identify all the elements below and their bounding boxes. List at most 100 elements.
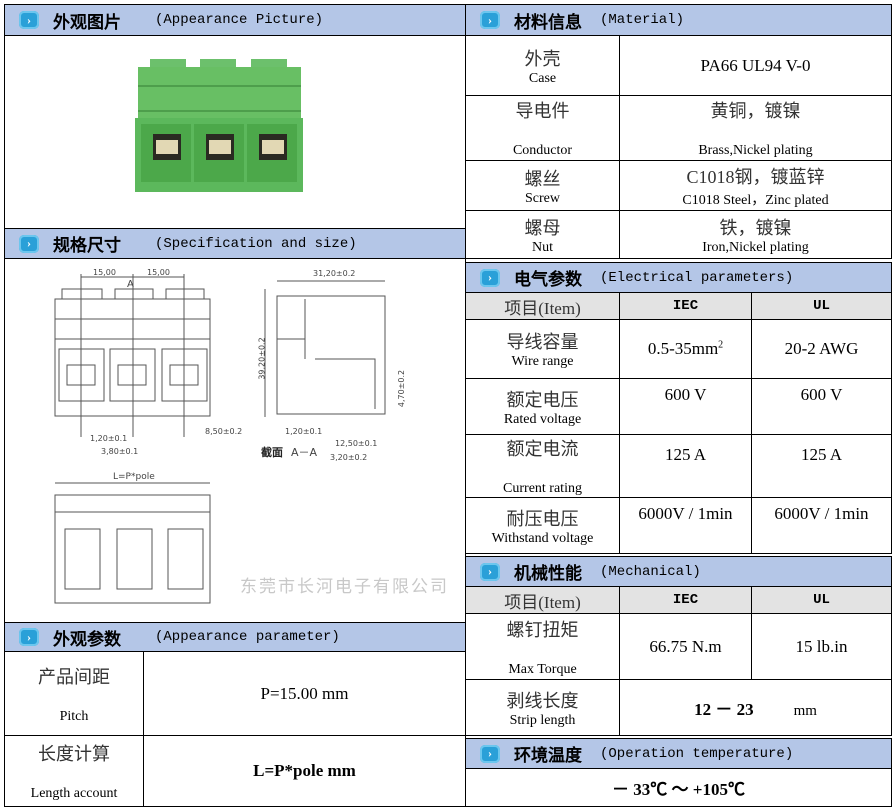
label-en: Strip length bbox=[509, 712, 576, 728]
label-en: Pitch bbox=[59, 708, 89, 724]
section-title-zh: 材料信息 bbox=[514, 12, 582, 32]
material-header: › 材料信息 (Material) bbox=[465, 4, 892, 36]
label-en: Case bbox=[528, 70, 557, 86]
strip-length-unit: mm bbox=[793, 703, 817, 719]
section-title-zh: 外观图片 bbox=[53, 12, 121, 32]
chevron-right-icon: › bbox=[480, 268, 500, 287]
col-iec: IEC bbox=[619, 292, 752, 320]
value-en: Iron,Nickel plating bbox=[702, 239, 809, 255]
label-zh: 导线容量 bbox=[506, 332, 579, 352]
chevron-right-icon: › bbox=[19, 234, 39, 253]
temperature-header: › 环境温度 (Operation temperature) bbox=[465, 738, 892, 769]
col-ul: UL bbox=[751, 292, 892, 320]
section-title-zh: 电气参数 bbox=[514, 270, 582, 289]
value-zh: 铁，镀镍 bbox=[719, 217, 792, 238]
dim-pin-width: 1,20±0.1 bbox=[90, 434, 128, 443]
watermark: 东莞市长河电子有限公司 bbox=[240, 577, 449, 597]
dim-pin-offset: 3,20±0.2 bbox=[330, 453, 368, 462]
label-en: Current rating bbox=[503, 481, 582, 496]
label-zh: 额定电压 bbox=[506, 389, 579, 410]
label-zh: 螺母 bbox=[524, 217, 561, 238]
wire-range-iec: 0.5-35mm bbox=[647, 339, 719, 358]
dim-pitch-2: 15,00 bbox=[147, 268, 170, 277]
label-en: Rated voltage bbox=[503, 411, 582, 427]
dim-height: 39,20±0.2 bbox=[257, 337, 267, 380]
section-title-en: (Mechanical) bbox=[600, 563, 701, 580]
dim-width: 31,20±0.2 bbox=[313, 269, 356, 278]
value-en: C1018 Steel，Zinc plated bbox=[682, 192, 829, 208]
section-title-zh: 规格尺寸 bbox=[53, 236, 121, 255]
label-zh: 螺钉扭矩 bbox=[506, 619, 579, 640]
dim-pin-pitch: 12,50±0.1 bbox=[335, 439, 378, 448]
label-zh: 耐压电压 bbox=[506, 508, 579, 529]
dim-offset: 8,50±0.2 bbox=[205, 427, 243, 436]
table-row: 产品间距 Pitch P=15.00 mm bbox=[4, 651, 466, 736]
label-en: Conductor bbox=[512, 143, 573, 158]
section-mark: A bbox=[127, 279, 134, 290]
section-title-zh: 机械性能 bbox=[514, 564, 582, 583]
torque-ul: 15 lb.in bbox=[751, 613, 892, 680]
chevron-right-icon: › bbox=[480, 562, 500, 581]
terminal-block-photo bbox=[135, 59, 303, 192]
section-title-en: (Material) bbox=[600, 12, 685, 28]
label-en: Wire range bbox=[511, 354, 574, 369]
current-iec: 125 A bbox=[619, 434, 752, 498]
spec-header: › 规格尺寸 (Specification and size) bbox=[4, 228, 466, 259]
pitch-value: P=15.00 mm bbox=[143, 651, 466, 736]
chevron-right-icon: › bbox=[480, 11, 500, 29]
superscript: 2 bbox=[718, 339, 724, 351]
section-title-zh: 外观参数 bbox=[53, 629, 121, 649]
col-ul: UL bbox=[751, 586, 892, 614]
section-title-en: (Specification and size) bbox=[155, 235, 357, 252]
section-title-zh: 环境温度 bbox=[514, 746, 582, 765]
value-zh: 黄铜，镀镍 bbox=[710, 101, 801, 121]
section-title-en: (Electrical parameters) bbox=[600, 269, 794, 286]
col-item: 项目(Item) bbox=[465, 586, 620, 614]
label-en: Nut bbox=[532, 239, 553, 255]
dim-pitch-1: 15,00 bbox=[93, 268, 116, 277]
withstand-ul: 6000V / 1min bbox=[751, 497, 892, 554]
label-zh: 螺丝 bbox=[524, 168, 561, 189]
mechanical-header: › 机械性能 (Mechanical) bbox=[465, 556, 892, 587]
label-en: Screw bbox=[525, 190, 560, 206]
label-en: Length account bbox=[30, 786, 118, 801]
label-en: Max Torque bbox=[508, 661, 577, 677]
case-value: PA66 UL94 V-0 bbox=[619, 35, 892, 96]
current-ul: 125 A bbox=[751, 434, 892, 498]
label-zh: 产品间距 bbox=[38, 666, 110, 687]
section-label: 截面 bbox=[261, 446, 283, 459]
label-zh: 剥线长度 bbox=[506, 690, 579, 711]
dim-pin-width-2: 1,20±0.1 bbox=[285, 427, 323, 436]
chevron-right-icon: › bbox=[19, 11, 39, 29]
col-iec: IEC bbox=[619, 586, 752, 614]
strip-length-value: 12 － 23 bbox=[694, 700, 754, 719]
section-title-en: (Operation temperature) bbox=[600, 745, 794, 762]
value-zh: C1018钢，镀蓝锌 bbox=[686, 166, 825, 187]
section-aa: A－A bbox=[291, 446, 318, 459]
section-title-en: (Appearance Picture) bbox=[155, 12, 324, 28]
section-title-en: (Appearance parameter) bbox=[155, 629, 340, 645]
appearance-picture-header: › 外观图片 (Appearance Picture) bbox=[4, 4, 466, 36]
dim-pin-length: 4,70±0.2 bbox=[397, 369, 407, 408]
appearance-param-header: › 外观参数 (Appearance parameter) bbox=[4, 622, 466, 652]
torque-iec: 66.75 N.m bbox=[619, 613, 752, 680]
rated-voltage-iec: 600 V bbox=[619, 378, 752, 435]
rated-voltage-ul: 600 V bbox=[751, 378, 892, 435]
dim-pin-spacing: 3,80±0.1 bbox=[101, 447, 139, 456]
dimension-drawing-panel: 15,00 15,00 A 1,20±0.1 3,80±0.1 8,50±0.2… bbox=[4, 258, 466, 623]
label-zh: 额定电流 bbox=[506, 439, 579, 459]
label-zh: 外壳 bbox=[524, 48, 561, 69]
dim-length: L=P*pole bbox=[113, 472, 155, 482]
